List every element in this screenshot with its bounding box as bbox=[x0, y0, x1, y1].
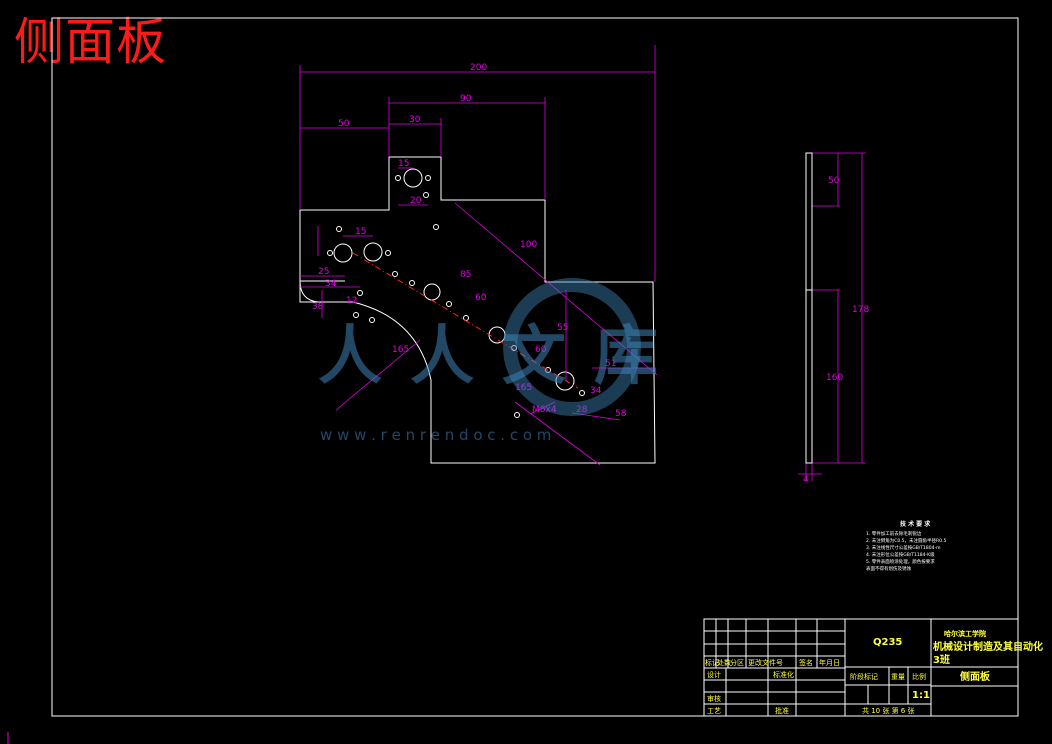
tb-std: 标准化 bbox=[773, 670, 794, 679]
dim-20: 20 bbox=[410, 196, 422, 206]
dim-165: 165 bbox=[392, 345, 409, 355]
dim-50: 50 bbox=[338, 119, 350, 129]
tb-weight: 重量 bbox=[891, 673, 905, 681]
tb-class: 3班 bbox=[933, 653, 950, 666]
dim-55: 55 bbox=[557, 323, 568, 333]
dim-85: 85 bbox=[460, 270, 471, 280]
drawing-frame bbox=[51, 17, 1019, 717]
side-dim-160: 160 bbox=[826, 373, 843, 383]
dim-m6: M6x4 bbox=[532, 405, 557, 415]
watermark-logo: 人人文库 bbox=[318, 320, 686, 394]
dim-165b: 165 bbox=[515, 383, 532, 393]
tb-school: 哈尔滨工学院 bbox=[944, 629, 986, 638]
tb-h3: 分区 bbox=[730, 658, 744, 667]
dim-28: 28 bbox=[576, 405, 588, 415]
tb-h1: 标记 bbox=[705, 658, 719, 667]
tb-row-review: 审核 bbox=[707, 694, 721, 703]
dim-34b: 34 bbox=[590, 386, 602, 396]
tech-heading: 技 术 要 求 bbox=[900, 520, 931, 528]
part-notch-arc bbox=[299, 280, 319, 303]
tb-material: Q235 bbox=[873, 637, 902, 648]
tb-h2: 处数 bbox=[717, 658, 731, 667]
side-dim-50: 50 bbox=[828, 176, 840, 186]
part-outline bbox=[299, 156, 656, 464]
tb-part: 侧面板 bbox=[960, 670, 991, 683]
dim-51: 51 bbox=[605, 359, 616, 369]
watermark-url: w w w . r e n r e n d o c . c o m bbox=[320, 426, 551, 444]
dim-15a: 15 bbox=[398, 159, 409, 169]
tb-scale: 1:1 bbox=[912, 690, 930, 701]
dim-25: 25 bbox=[318, 267, 329, 277]
watermark-logo-ring bbox=[503, 278, 641, 416]
drawing-title: 侧面板 bbox=[14, 13, 167, 71]
dim-90: 90 bbox=[460, 94, 472, 104]
tb-h4: 更改文件号 bbox=[748, 658, 783, 667]
tb-row-design: 设计 bbox=[707, 670, 721, 679]
tb-approve: 批准 bbox=[775, 706, 789, 715]
tech-line-3: 3. 未注线性尺寸公差按GB/T1804-m bbox=[866, 544, 941, 551]
tb-stage: 阶段标记 bbox=[850, 672, 878, 681]
tb-ratio: 比例 bbox=[912, 672, 926, 681]
tech-line-5: 5. 零件表面喷涂处理，颜色按要求 bbox=[866, 558, 935, 565]
tb-h6: 年月日 bbox=[819, 658, 840, 667]
tb-row-process: 工艺 bbox=[707, 707, 721, 715]
dim-58: 58 bbox=[615, 409, 627, 419]
watermark: 人人文库 w w w . r e n r e n d o c . c o m bbox=[318, 278, 686, 444]
dim-60b: 60 bbox=[535, 345, 547, 355]
side-dim-4: 4 bbox=[803, 475, 809, 485]
side-dim-178: 178 bbox=[852, 305, 869, 315]
dim-60: 60 bbox=[475, 293, 487, 303]
tb-course: 机械设计制造及其自动化 bbox=[933, 640, 1043, 653]
dimension-lines bbox=[299, 45, 866, 481]
tech-line-2: 2. 未注倒角为C0.5，未注圆角半径R0.5 bbox=[866, 537, 946, 544]
dim-34: 34 bbox=[325, 279, 337, 289]
tb-h5: 签名 bbox=[799, 658, 813, 667]
dim-200: 200 bbox=[470, 63, 487, 73]
dim-100: 100 bbox=[520, 240, 537, 250]
dim-30: 30 bbox=[409, 115, 421, 125]
center-line bbox=[352, 252, 579, 389]
dim-15b: 15 bbox=[355, 227, 366, 237]
tech-line-4: 4. 未注形位公差按GB/T1184-K级 bbox=[866, 551, 935, 558]
dim-12: 12 bbox=[346, 296, 357, 306]
tech-requirements: 技 术 要 求 1. 零件加工前去除毛刺锐边 2. 未注倒角为C0.5，未注圆角… bbox=[866, 520, 946, 572]
tech-line-1: 1. 零件加工前去除毛刺锐边 bbox=[866, 530, 922, 537]
title-block bbox=[703, 618, 1019, 717]
dim-38: 38 bbox=[312, 302, 324, 312]
side-view bbox=[805, 152, 813, 464]
tech-line-6: 表面不得有划伤及锈蚀 bbox=[866, 565, 911, 572]
tb-sheets: 共 10 张 第 6 张 bbox=[862, 706, 915, 715]
